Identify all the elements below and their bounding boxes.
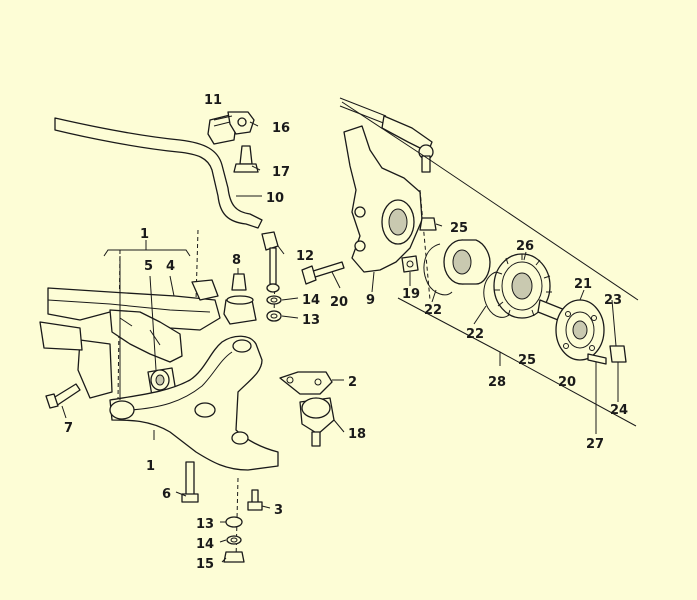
circlip-22-b	[483, 271, 511, 318]
stabilizer-bar	[54, 117, 263, 229]
bracket-2	[279, 371, 333, 395]
label-14-upper: 14	[302, 293, 320, 308]
label-7: 7	[64, 421, 73, 436]
assembly-line-5	[419, 189, 431, 301]
label-15: 15	[196, 557, 214, 572]
label-18: 18	[348, 427, 366, 442]
label-8: 8	[232, 253, 241, 268]
wheel-hub	[555, 299, 605, 361]
label-1-bottom: 1	[146, 459, 155, 474]
label-26: 26	[516, 239, 534, 254]
label-27: 27	[586, 437, 604, 452]
bolt-6	[181, 461, 199, 503]
label-3: 3	[274, 503, 283, 518]
label-13-upper: 13	[302, 313, 320, 328]
abs-rotor	[493, 253, 552, 319]
label-2: 2	[348, 375, 357, 390]
coupling-rod	[261, 231, 280, 293]
label-4: 4	[166, 259, 175, 274]
label-14-lower: 14	[196, 537, 214, 552]
label-24: 24	[610, 403, 628, 418]
washer-13-lower	[225, 516, 243, 528]
label-20-left: 20	[330, 295, 348, 310]
label-6: 6	[162, 487, 171, 502]
mount-8	[223, 273, 257, 325]
bolt-20-left	[301, 261, 345, 285]
bracket-group-1	[103, 249, 191, 257]
label-9: 9	[366, 293, 375, 308]
label-21: 21	[574, 277, 592, 292]
stabilizer-clamp	[207, 111, 255, 145]
label-25-upper: 25	[450, 221, 468, 236]
nut-19	[401, 255, 419, 273]
washer-13-upper	[266, 310, 282, 322]
label-28: 28	[488, 375, 506, 390]
label-22-b: 22	[466, 327, 484, 342]
bolt-3	[247, 489, 263, 511]
label-16: 16	[272, 121, 290, 136]
steering-knuckle	[343, 125, 423, 273]
label-13-lower: 13	[196, 517, 214, 532]
label-25-lower: 25	[518, 353, 536, 368]
wheel-bearing	[443, 239, 491, 285]
label-22-a: 22	[424, 303, 442, 318]
lower-control-arm	[109, 335, 279, 471]
ball-joint	[299, 397, 335, 447]
washer-14-upper	[266, 295, 282, 305]
label-5: 5	[144, 259, 153, 274]
nut-15	[223, 551, 245, 563]
label-11: 11	[204, 93, 222, 108]
label-19: 19	[402, 287, 420, 302]
frame-28-top	[341, 101, 639, 301]
label-1-top: 1	[140, 227, 149, 242]
label-23: 23	[604, 293, 622, 308]
leader-lines	[61, 115, 619, 563]
subframe	[39, 279, 221, 399]
label-20-right: 20	[558, 375, 576, 390]
nut-25-upper	[419, 217, 437, 231]
bolt-7	[45, 383, 81, 409]
tie-rod	[339, 97, 434, 173]
bolt-27	[587, 353, 607, 365]
washer-14-lower	[226, 535, 242, 545]
nut-23	[609, 345, 627, 363]
callout-labels: 1 1 2 3 4 5 6 7 8 9 10 11 12 13 13 14 14…	[64, 93, 628, 572]
bolt-17	[233, 145, 259, 173]
circlip-22-a	[423, 243, 453, 296]
label-10: 10	[266, 191, 284, 206]
label-17: 17	[272, 165, 290, 180]
label-12: 12	[296, 249, 314, 264]
